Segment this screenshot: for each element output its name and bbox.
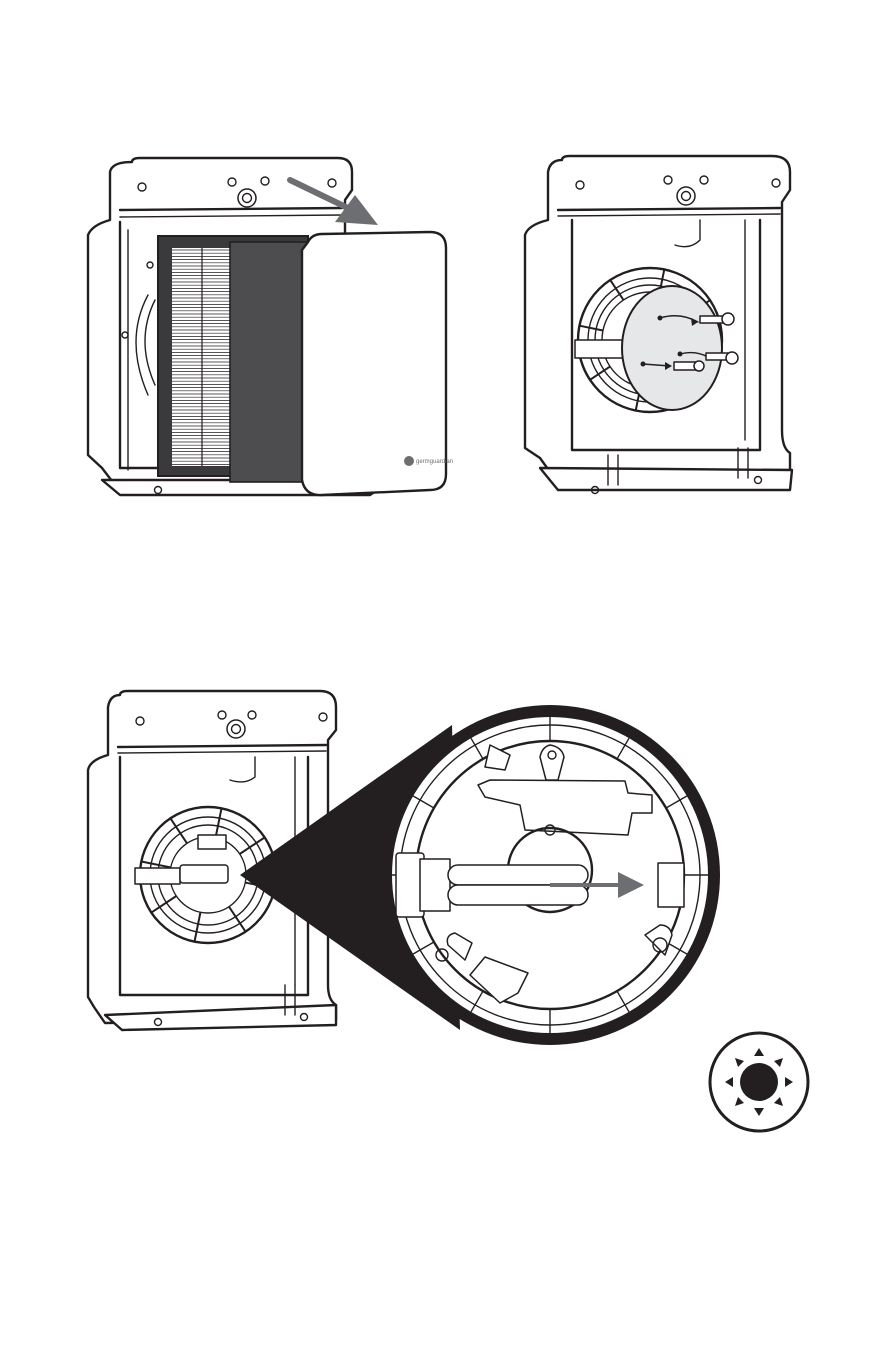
hepa-filter-pleats [172,248,232,466]
center-knob [677,187,695,205]
brand-logo-text: germguardian [416,459,453,465]
zoom-detail-bulb [380,705,720,1045]
front-cover-panel [302,232,446,495]
carbon-prefilter [230,242,310,482]
center-knob [238,189,256,207]
center-knob [227,720,245,738]
bulb-cover-plate [622,286,722,410]
figure-remove-filter: germguardian [80,150,460,510]
figure-remove-uv-bulb [80,685,740,1065]
sun-icon [707,1030,811,1134]
uv-bulb-tube [448,865,588,885]
figure-remove-screws [500,150,810,510]
